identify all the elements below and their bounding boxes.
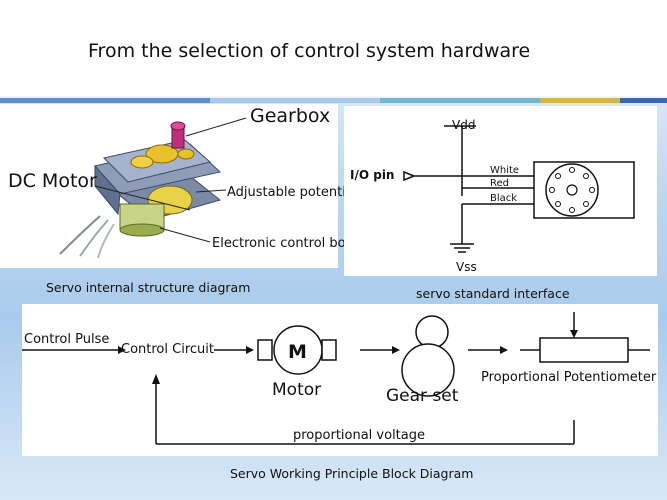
header-stripe-blue (0, 98, 210, 103)
block-diagram-panel: Control Pulse Control Circuit M Motor Ge… (22, 304, 658, 456)
header-stripe-navy (620, 98, 667, 103)
servo-interface-caption: servo standard interface (416, 286, 570, 301)
dc-motor-label: DC Motor (8, 170, 97, 192)
servo-interface-schematic (403, 125, 635, 253)
header-stripe-teal (380, 98, 540, 103)
motor-label: Motor (272, 380, 322, 400)
gearbox-label: Gearbox (250, 105, 331, 127)
control-board-label: Electronic control board (212, 236, 367, 251)
vss-label: Vss (456, 260, 477, 274)
header-stripe-gold (540, 98, 620, 103)
potentiometer-label: Proportional Potentiometer (481, 370, 657, 385)
header-stripe-light (210, 98, 380, 103)
servo-structure-illustration (59, 117, 247, 259)
servo-structure-caption: Servo internal structure diagram (46, 280, 251, 295)
black-wire-label: Black (490, 193, 518, 204)
servo-structure-panel: Gearbox DC Motor Adjustable potentiomete… (0, 104, 393, 268)
io-pin-label: I/O pin (350, 168, 395, 182)
servo-interface-panel: Vdd I/O pin White Red Black Vss (344, 106, 657, 276)
page-title: From the selection of control system har… (88, 40, 531, 62)
red-wire-label: Red (490, 178, 509, 189)
feedback-label: proportional voltage (293, 428, 425, 443)
white-wire-label: White (490, 165, 520, 176)
vdd-label: Vdd (452, 118, 476, 132)
block-diagram-svg (22, 312, 650, 445)
control-circuit-label: Control Circuit (121, 342, 214, 357)
control-pulse-label: Control Pulse (24, 332, 110, 347)
motor-symbol-label: M (288, 341, 307, 363)
gear-set-label: Gear set (386, 386, 459, 406)
block-diagram-caption: Servo Working Principle Block Diagram (230, 466, 474, 481)
